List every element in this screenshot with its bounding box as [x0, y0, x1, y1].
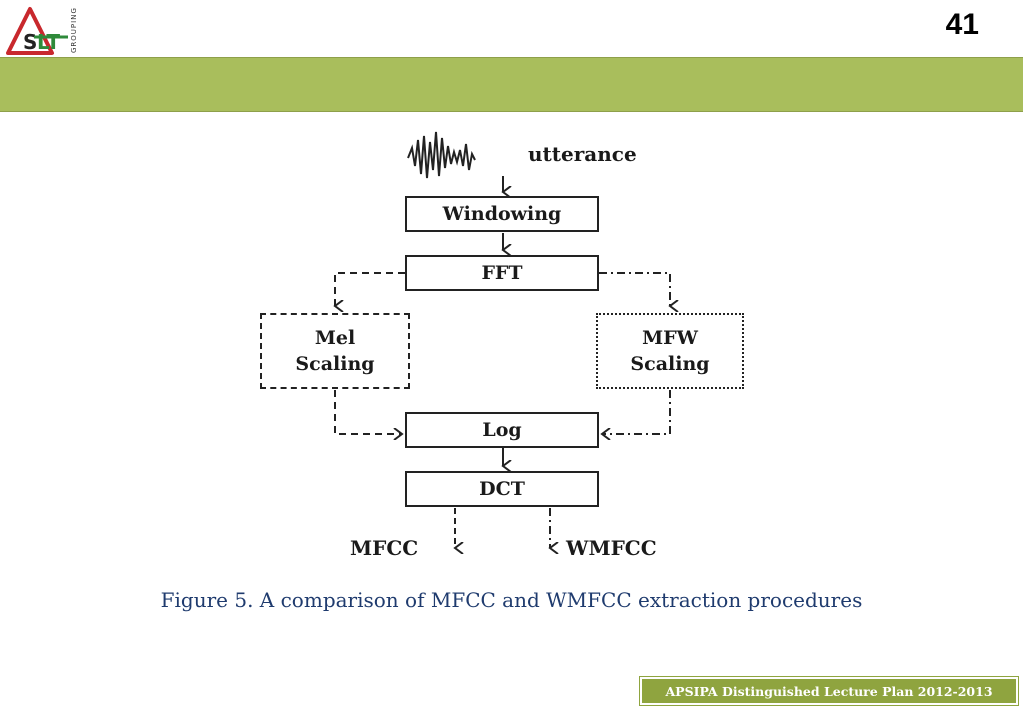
logo-group-text: GROUPING	[70, 7, 78, 53]
page-number: 41	[945, 8, 979, 41]
mfcc-output-label: MFCC	[350, 536, 419, 560]
mfw-line2: Scaling	[630, 353, 710, 375]
figure-caption: Figure 5. A comparison of MFCC and WMFCC…	[160, 588, 863, 612]
log-node: Log	[405, 412, 599, 448]
mel-scaling-node: Mel Scaling	[260, 313, 410, 389]
svg-text:LT: LT	[37, 30, 60, 54]
svg-text:S: S	[23, 30, 37, 54]
slt-logo: S LT	[6, 7, 68, 55]
mfcc-diagram: utterance Windowing FFT Mel Scaling MFW …	[240, 118, 760, 568]
mel-line2: Scaling	[295, 353, 375, 375]
footer-banner: APSIPA Distinguished Lecture Plan 2012-2…	[639, 676, 1019, 706]
wmfcc-output-label: WMFCC	[566, 536, 657, 560]
windowing-node: Windowing	[405, 196, 599, 232]
mfw-line1: MFW	[642, 327, 698, 349]
waveform-icon	[407, 131, 476, 179]
mfw-scaling-node: MFW Scaling	[596, 313, 744, 389]
mel-line1: Mel	[314, 327, 356, 349]
title-bar	[0, 57, 1023, 112]
dct-node: DCT	[405, 471, 599, 507]
utterance-label: utterance	[528, 142, 637, 166]
diagram-connectors	[240, 131, 760, 568]
fft-node: FFT	[405, 255, 599, 291]
